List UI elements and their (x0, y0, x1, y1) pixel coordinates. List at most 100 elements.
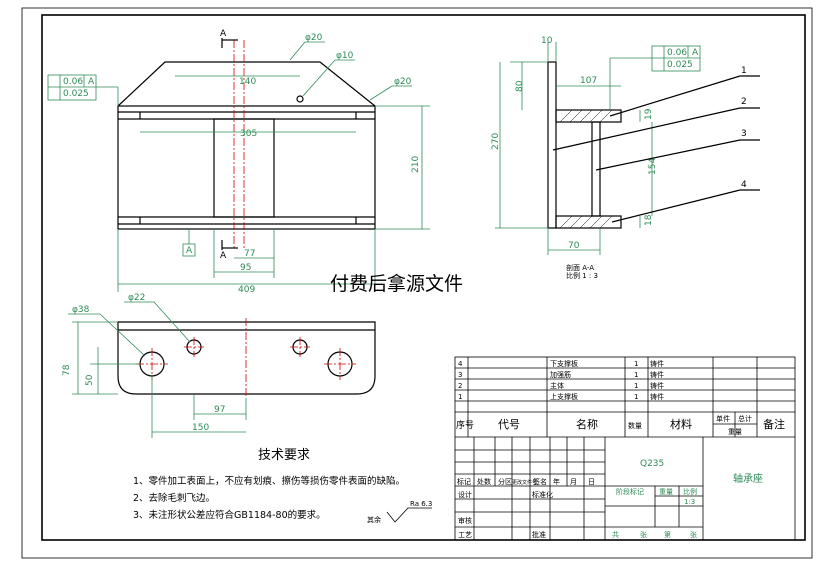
rev-day: 日 (588, 478, 595, 486)
section-title: 剖面 A-A (566, 263, 594, 272)
dim-150: 150 (192, 423, 209, 433)
material-value: Q235 (640, 459, 664, 469)
header-qty: 数量 (628, 421, 642, 430)
watermark-text: 付费后拿源文件 (330, 272, 463, 295)
label-stage: 阶段标记 (616, 487, 644, 496)
roughness-prefix: 其余 (367, 515, 381, 524)
header-code: 代号 (498, 418, 520, 431)
part-2-material: 铸件 (650, 381, 664, 390)
header-remark: 备注 (763, 417, 785, 431)
callout-3: 3 (741, 129, 747, 139)
part-4-material: 铸件 (650, 359, 664, 368)
dim-70: 70 (568, 241, 580, 251)
roughness-value: Ra 6.3 (410, 500, 432, 508)
rev-doc: 更改文件号 (512, 479, 537, 486)
rev-mark: 标记 (457, 477, 471, 486)
header-name: 名称 (576, 417, 598, 431)
part-3-material: 铸件 (650, 370, 664, 379)
part-3-qty: 1 (634, 371, 638, 379)
dim-50: 50 (85, 374, 95, 386)
sheet-no-unit: 张 (690, 530, 697, 539)
sheet-inner-border (41, 14, 806, 541)
header-unit: 单件 (716, 414, 730, 423)
tol-cyl-right: 0.025 (667, 60, 693, 70)
title-block: 4 下支撑板 1 铸件 3 加强筋 1 铸件 2 主体 1 铸件 1 上支撑板 … (454, 356, 796, 541)
front-view: A A 140 305 409 95 77 210 φ20 φ10 φ20 (47, 29, 430, 295)
section-marker-top: A (220, 29, 227, 39)
dim-154: 154 (648, 158, 658, 175)
part-4-no: 4 (458, 360, 463, 368)
rev-year: 年 (553, 477, 560, 486)
section-scale: 比例 1 : 3 (566, 271, 598, 280)
datum-a: A (186, 246, 193, 256)
tech-item-2: 2、去除毛刺飞边。 (133, 492, 215, 504)
part-2-name: 主体 (550, 381, 564, 390)
sheet-total-label: 共 (612, 530, 619, 539)
header-total: 总计 (738, 414, 752, 423)
sheet-no-label: 第 (664, 530, 671, 539)
dim-210: 210 (411, 156, 421, 173)
rev-zone: 分区 (498, 477, 512, 486)
label-design: 设计 (458, 490, 472, 499)
callout-2: 2 (741, 97, 747, 107)
tol-ref-left: A (88, 77, 95, 87)
part-3-no: 3 (458, 371, 462, 379)
dim-78: 78 (62, 364, 72, 376)
tol-ref-right: A (692, 48, 699, 58)
dim-95: 95 (240, 263, 251, 273)
dim-80: 80 (515, 80, 525, 92)
rev-month: 月 (570, 478, 577, 486)
label-approve: 批准 (532, 530, 546, 539)
dim-dia20-right: φ20 (394, 77, 412, 87)
part-1-material: 铸件 (650, 392, 664, 401)
part-1-qty: 1 (634, 393, 638, 401)
side-view: 10 107 80 270 19 154 18 70 0.06 A 0.025 … (491, 36, 760, 280)
header-no: 序号 (456, 419, 474, 431)
part-4-name: 下支撑板 (550, 359, 578, 368)
label-scale: 比例 (683, 487, 697, 496)
label-weight: 重量 (659, 488, 673, 496)
dim-10: 10 (541, 36, 553, 46)
tech-item-1: 1、零件加工表面上，不应有划痕、擦伤等损伤零件表面的缺陷。 (133, 475, 405, 487)
dim-107: 107 (580, 76, 597, 86)
label-check: 审核 (458, 516, 472, 525)
bottom-view: 78 50 φ38 φ22 97 150 (62, 293, 376, 438)
dim-dia38: φ38 (72, 305, 90, 315)
tol-flatness-right: 0.06 (667, 48, 687, 58)
dim-409: 409 (238, 285, 255, 295)
dim-140: 140 (239, 77, 256, 87)
dim-270: 270 (491, 133, 501, 150)
tol-cyl-left: 0.025 (63, 89, 89, 99)
sheet-outer-border (21, 7, 813, 559)
dim-dia22: φ22 (128, 293, 145, 303)
scale-value: 1:3 (684, 498, 695, 506)
part-1-no: 1 (458, 393, 462, 401)
roughness-symbol (386, 507, 432, 523)
rev-sign: 签名 (533, 477, 547, 486)
dim-19: 19 (644, 108, 654, 120)
part-2-no: 2 (458, 382, 462, 390)
dim-77: 77 (244, 249, 255, 259)
label-standard: 标准化 (532, 490, 553, 499)
dim-18: 18 (644, 214, 654, 226)
dim-97: 97 (214, 405, 225, 415)
tech-heading: 技术要求 (258, 448, 310, 463)
dim-dia20-top: φ20 (305, 33, 323, 43)
label-process: 工艺 (458, 531, 472, 539)
dim-305: 305 (240, 129, 257, 139)
tol-flatness-left: 0.06 (63, 77, 83, 87)
callout-1: 1 (741, 66, 747, 76)
part-2-qty: 1 (634, 382, 638, 390)
part-3-name: 加强筋 (550, 370, 571, 379)
header-material: 材料 (670, 417, 692, 431)
part-4-qty: 1 (634, 360, 638, 368)
header-weight: 重量 (728, 428, 742, 436)
part-1-name: 上支撑板 (550, 392, 578, 401)
technical-requirements: 技术要求 1、零件加工表面上，不应有划痕、擦伤等损伤零件表面的缺陷。 2、去除毛… (133, 448, 432, 524)
sheet-total-unit: 张 (640, 530, 647, 539)
dim-dia10: φ10 (336, 51, 354, 61)
section-marker-bottom: A (220, 251, 227, 261)
callout-4: 4 (741, 180, 747, 190)
tech-item-3: 3、未注形状公差应符合GB1184-80的要求。 (133, 509, 326, 521)
